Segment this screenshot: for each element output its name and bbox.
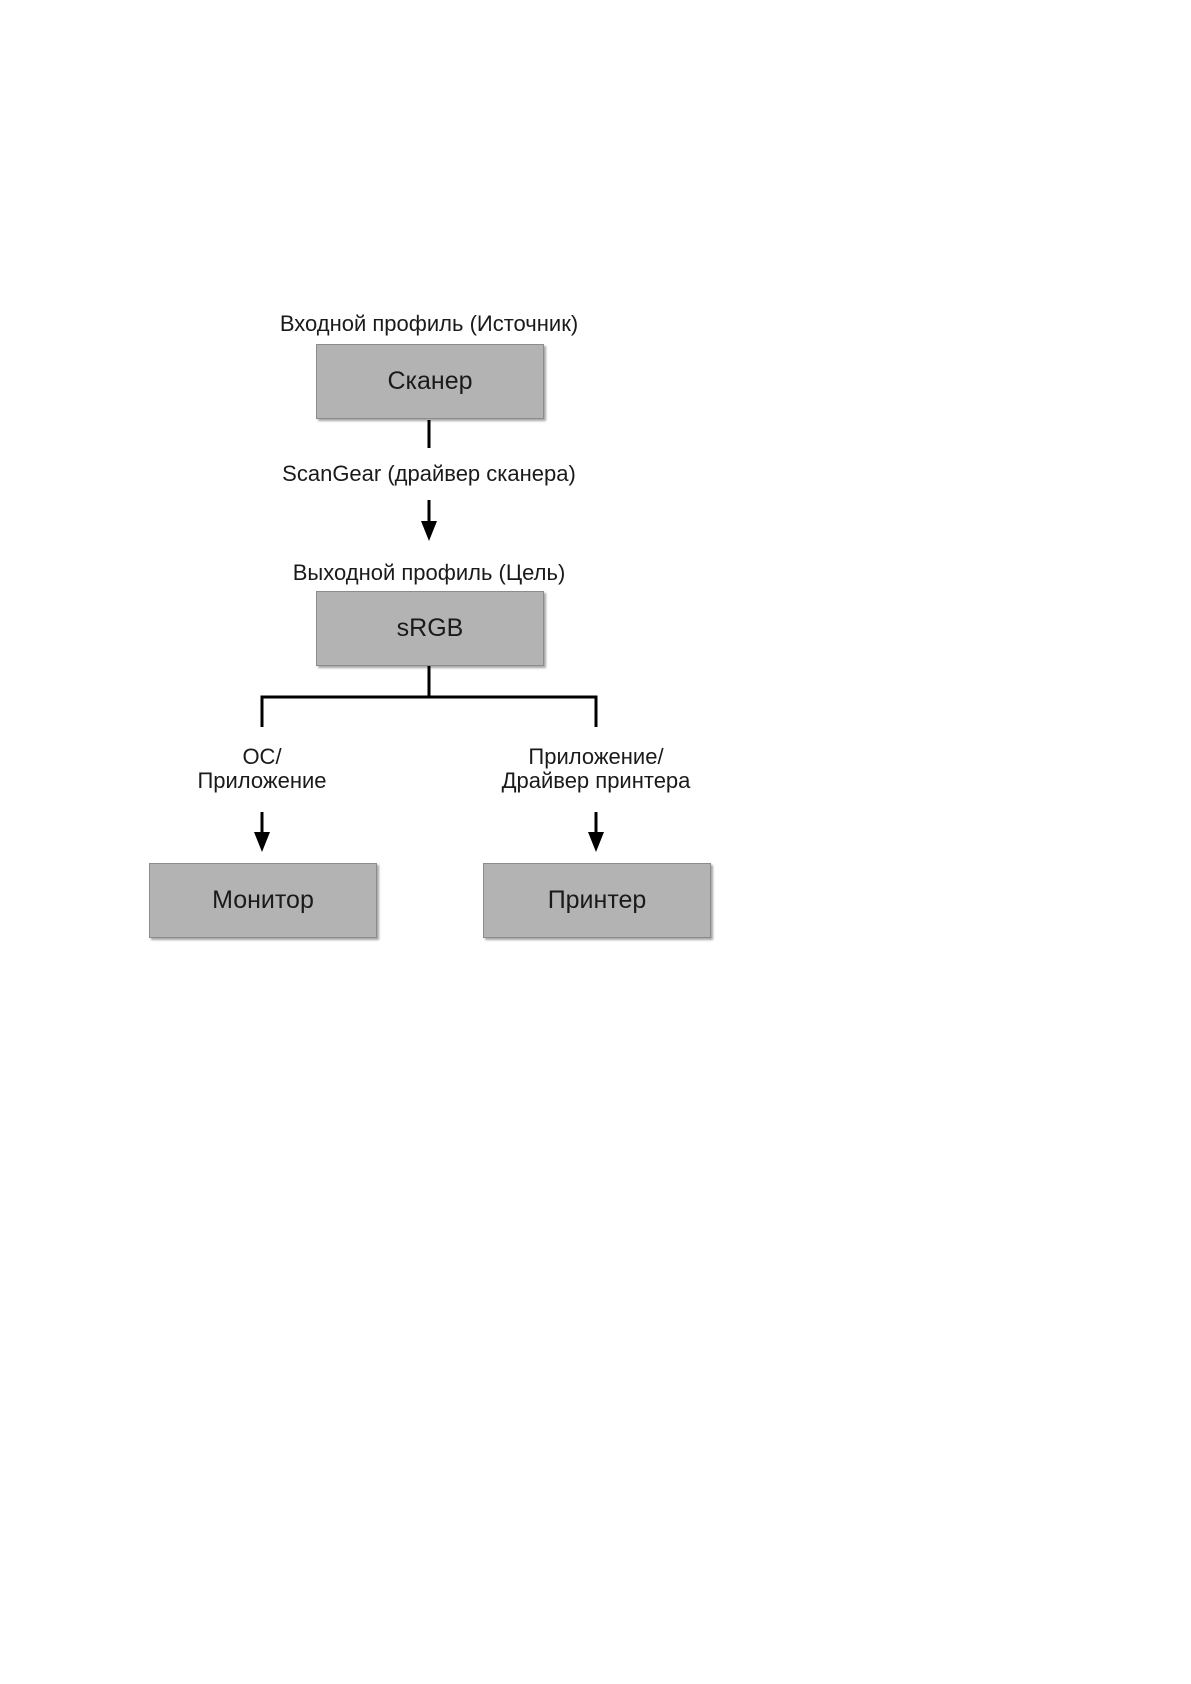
printer-box: Принтер: [483, 863, 711, 938]
monitor-arrowhead: [254, 832, 270, 852]
srgb-box: sRGB: [316, 591, 544, 666]
os-app-label-line1: ОС/: [242, 744, 282, 769]
scanner-box: Сканер: [316, 344, 544, 419]
branch-connector: [260, 695, 598, 727]
printer-arrowhead: [588, 832, 604, 852]
output-profile-label: Выходной профиль (Цель): [292, 560, 566, 585]
os-app-label: ОС/ Приложение: [142, 745, 382, 793]
app-driver-label-line2: Драйвер принтера: [501, 768, 691, 793]
scangear-arrowhead: [421, 521, 437, 541]
monitor-box: Монитор: [149, 863, 377, 938]
app-driver-label: Приложение/ Драйвер принтера: [456, 745, 736, 793]
scangear-label: ScanGear (драйвер сканера): [282, 461, 576, 486]
os-app-label-line2: Приложение: [197, 768, 327, 793]
app-driver-label-line1: Приложение/: [528, 744, 664, 769]
input-profile-label: Входной профиль (Источник): [279, 311, 579, 336]
